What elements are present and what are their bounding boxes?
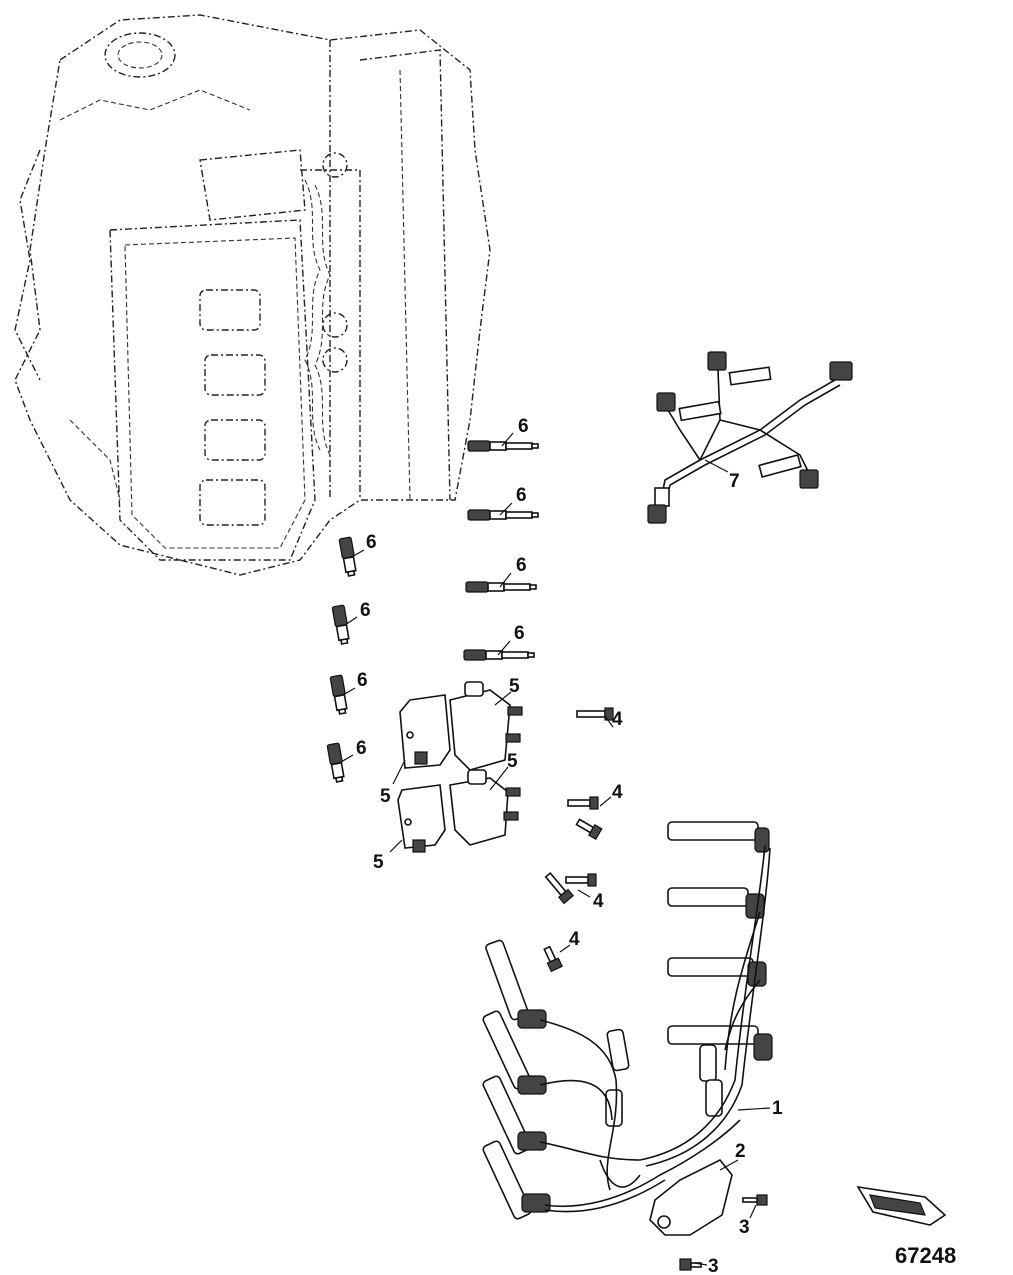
callout-2: 2: [735, 1141, 746, 1162]
callout-3: 3: [708, 1256, 719, 1275]
leader-lines: [340, 432, 757, 1266]
spark-plugs: [326, 440, 539, 783]
callout-6: 6: [516, 485, 527, 506]
callout-4: 4: [612, 782, 623, 803]
boat-orientation-icon: [856, 1185, 947, 1226]
callout-1: 1: [772, 1098, 783, 1119]
bolt: [543, 945, 563, 973]
ignition-coils: [397, 681, 523, 853]
callout-6: 6: [516, 555, 527, 576]
spark-plug: [465, 581, 537, 593]
callout-3: 3: [739, 1217, 750, 1238]
engine-harness: [647, 351, 853, 524]
callout-labels: 6 6 6 6 6 6 6 6 5 5 5 5 4 4 4 4 7 1 2 3 …: [356, 416, 783, 1275]
wire-bracket: [649, 1158, 739, 1236]
spark-plug: [326, 742, 345, 783]
spark-plug: [467, 440, 539, 452]
spark-plug: [331, 604, 350, 645]
spark-plug: [467, 509, 539, 521]
bolt: [575, 818, 603, 841]
callout-6: 6: [518, 416, 529, 437]
coil-bolts: [543, 707, 614, 973]
callout-6: 6: [514, 623, 525, 644]
callout-5: 5: [507, 751, 518, 772]
spark-plug: [463, 649, 535, 661]
callout-5: 5: [373, 852, 384, 873]
spark-plug-wires: [482, 821, 773, 1220]
callout-5: 5: [509, 676, 520, 697]
callout-7: 7: [729, 471, 740, 492]
callout-6: 6: [366, 532, 377, 553]
bolt: [565, 873, 597, 887]
callout-6: 6: [356, 738, 367, 759]
callout-4: 4: [569, 929, 580, 950]
bolt: [567, 796, 599, 810]
callout-4: 4: [612, 709, 623, 730]
callout-6: 6: [357, 670, 368, 691]
bolt: [576, 707, 614, 721]
bracket-screws: [679, 1194, 768, 1271]
engine-block-phantom: [14, 14, 491, 576]
spark-plug: [329, 674, 348, 715]
callout-5: 5: [380, 786, 391, 807]
spark-plug: [338, 536, 357, 577]
callout-4: 4: [593, 891, 604, 912]
bolt: [544, 871, 575, 905]
figure-number: 67248: [895, 1243, 956, 1268]
callout-6: 6: [360, 600, 371, 621]
